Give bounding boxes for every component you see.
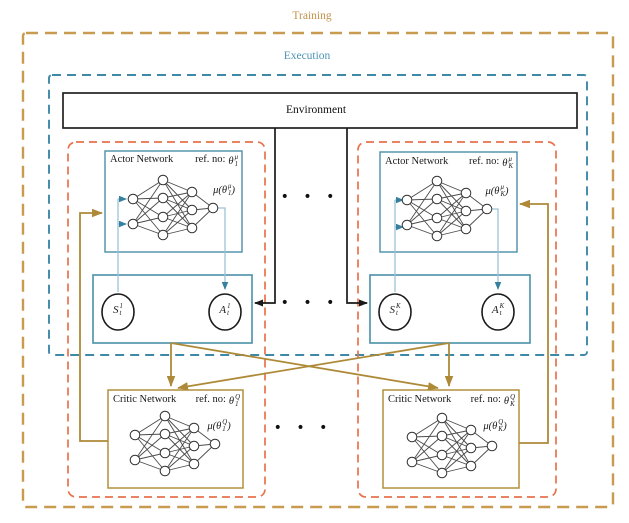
action1-circle [208,293,242,331]
sa1-to-criticK-arrow [170,342,439,391]
env-to-action1-arrow [254,128,276,307]
component-boxes [62,92,578,489]
critic1-title-text: Critic Network [113,394,177,405]
criticK-title-text: Critic Network [388,394,452,405]
state-action-circles [101,293,515,331]
state-action-ellipsis: • • • [280,295,340,311]
execution-region-border [48,74,588,356]
environment-box [62,92,578,129]
agentK-region-border [357,141,557,498]
criticK-to-actorK-feedback [519,199,549,444]
actorK-title-text: Actor Network [385,156,449,167]
critic1-to-actor1-feedback [79,208,108,442]
execution-label: Execution [283,50,331,62]
region-borders [21,31,615,509]
env-to-stateK-arrow [346,128,368,307]
criticK-box [382,389,520,489]
training-arrows [79,199,549,444]
critic1-box [107,389,244,489]
actionK-circle [481,293,515,331]
actors-ellipsis: • • • [280,189,340,205]
actor1-box [104,150,243,253]
training-label: Training [292,10,332,22]
environment-arrows [254,128,368,307]
stateK-circle [378,293,412,331]
state1-circle [101,293,135,331]
environment-label: Environment [285,104,347,116]
training-region-border [21,31,615,509]
saK-to-critic1-arrow [177,342,450,391]
actor1-title-text: Actor Network [110,154,174,165]
critics-ellipsis: • • • [273,420,333,436]
